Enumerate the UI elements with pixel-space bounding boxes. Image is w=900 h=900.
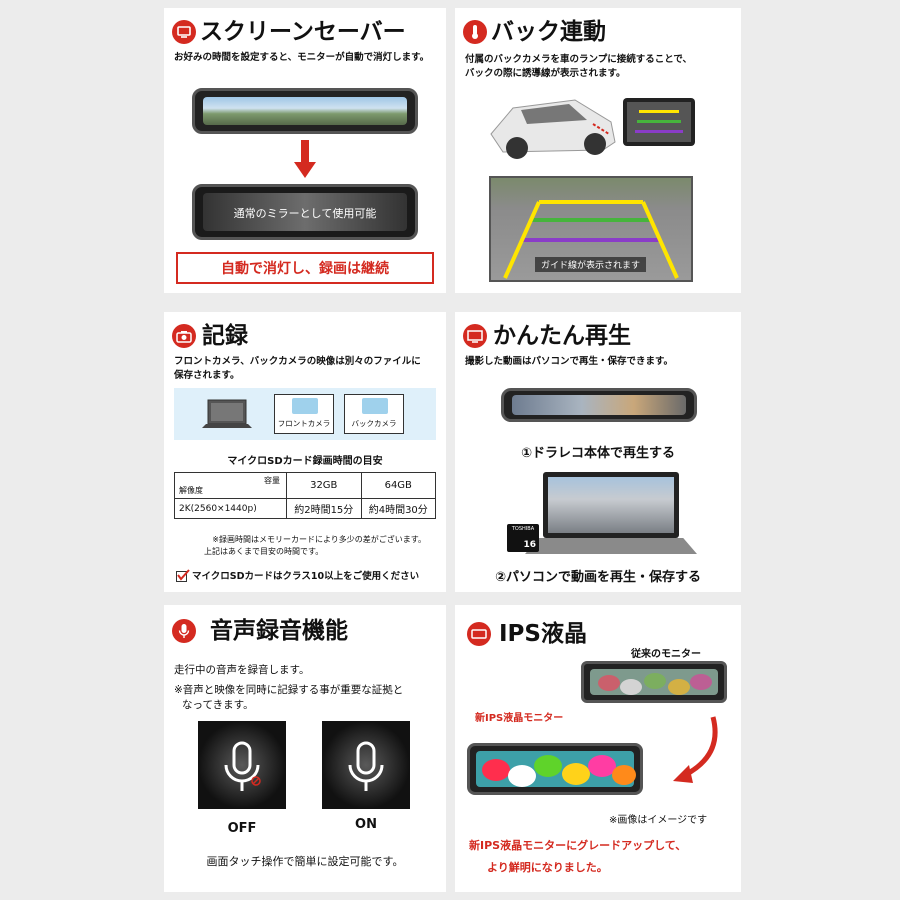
monitor-icon xyxy=(463,324,487,348)
sd-card-icon: TOSHIBA 16 xyxy=(507,524,539,552)
front-folder-icon: フロントカメラ xyxy=(274,394,334,434)
back-folder-label: バックカメラ xyxy=(351,419,397,428)
ips-footer-2: より鮮明になりました。 xyxy=(487,861,608,874)
table-col-32gb: 32GB xyxy=(286,472,362,499)
record-panel: 記録 フロントカメラ、バックカメラの映像は別々のファイルに 保存されます。 フロ… xyxy=(164,312,446,592)
camera-icon xyxy=(172,324,196,348)
audio-desc-1: 走行中の音声を録音します。 xyxy=(174,664,310,676)
mirror-off-image: 通常のミラーとして使用可能 xyxy=(192,184,418,240)
playback-title: かんたん再生 xyxy=(493,323,631,349)
front-folder-label: フロントカメラ xyxy=(277,419,331,428)
table-header-resolution: 解像度 xyxy=(179,486,203,495)
table-row-label: 2K(2560×1440p) xyxy=(174,498,287,519)
files-illustration: フロントカメラ バックカメラ xyxy=(174,388,436,440)
screensaver-title: スクリーンセーバー xyxy=(200,19,406,45)
mic-off-button[interactable] xyxy=(198,721,286,809)
record-note-2: 上記はあくまで目安の時間です。 xyxy=(204,547,324,556)
reverse-desc-1: 付属のバックカメラを車のランプに接続することで、 xyxy=(465,54,693,65)
table-cell-32gb: 約2時間15分 xyxy=(286,498,362,519)
record-desc-1: フロントカメラ、バックカメラの映像は別々のファイルに xyxy=(174,356,421,367)
image-note: ※画像はイメージです xyxy=(609,815,708,826)
mic-off-label: OFF xyxy=(227,821,257,836)
sd-card-brand: TOSHIBA xyxy=(511,526,535,532)
sd-card-capacity: 16 xyxy=(523,540,536,550)
microphone-icon xyxy=(172,619,196,643)
reverse-title: バック連動 xyxy=(491,19,606,45)
old-monitor-image xyxy=(581,661,727,703)
new-monitor-image xyxy=(467,743,643,795)
check-icon xyxy=(176,567,190,586)
rear-monitor-image xyxy=(623,98,695,146)
new-monitor-label: 新IPS液晶モニター xyxy=(475,713,564,724)
playback-step-1: ①ドラレコ本体で再生する xyxy=(520,446,675,461)
playback-desc: 撮影した動画はパソコンで再生・保存できます。 xyxy=(465,356,674,367)
display-icon xyxy=(467,622,491,646)
table-cell-64gb: 約4時間30分 xyxy=(360,498,436,519)
reverse-panel: バック連動 付属のバックカメラを車のランプに接続することで、 バックの際に誘導線… xyxy=(455,8,741,293)
recording-time-table: 容量 解像度 32GB 64GB 2K(2560×1440p) 約2時間15分 … xyxy=(174,472,436,519)
audio-desc-2: ※音声と映像を同時に記録する事が重要な証拠と xyxy=(174,684,404,696)
screensaver-desc: お好みの時間を設定すると、モニターが自動で消灯します。 xyxy=(174,52,430,63)
ips-footer-1: 新IPS液晶モニターにグレードアップして、 xyxy=(469,839,687,852)
audio-footer: 画面タッチ操作で簡単に設定可能です。 xyxy=(206,855,404,868)
dashcam-mirror-image xyxy=(501,388,697,422)
guide-caption: ガイド線が表示されます xyxy=(535,257,647,272)
screensaver-panel: スクリーンセーバー お好みの時間を設定すると、モニターが自動で消灯します。 通常… xyxy=(164,8,446,293)
record-note-1: ※録画時間はメモリーカードにより多少の差がございます。 xyxy=(212,535,426,544)
table-corner: 容量 解像度 xyxy=(174,472,287,499)
table-col-64gb: 64GB xyxy=(360,472,436,499)
ips-panel: IPS液晶 従来のモニター 新IPS液晶モニター ※画像はイメージです 新IPS… xyxy=(455,605,741,892)
laptop-icon xyxy=(202,398,252,436)
screen-saver-icon xyxy=(172,20,196,44)
screensaver-badge-text: 自動で消灯し、録画は継続 xyxy=(221,261,389,277)
mirror-text: 通常のミラーとして使用可能 xyxy=(233,207,377,220)
screensaver-badge: 自動で消灯し、録画は継続 xyxy=(176,252,434,284)
playback-panel: かんたん再生 撮影した動画はパソコンで再生・保存できます。 ①ドラレコ本体で再生… xyxy=(455,312,741,592)
audio-desc-3: なってきます。 xyxy=(182,699,254,711)
guide-line-image: ガイド線が表示されます xyxy=(489,176,693,282)
mirror-on-image xyxy=(192,88,418,134)
record-desc-2: 保存されます。 xyxy=(174,370,240,381)
back-folder-icon: バックカメラ xyxy=(344,394,404,434)
table-header-capacity: 容量 xyxy=(264,476,280,485)
mic-on-button[interactable] xyxy=(322,721,410,809)
record-title: 記録 xyxy=(202,323,248,349)
record-check-text: マイクロSDカードはクラス10以上をご使用ください xyxy=(192,571,420,582)
curved-arrow-icon xyxy=(651,709,731,793)
audio-panel: 音声録音機能 走行中の音声を録音します。 ※音声と映像を同時に記録する事が重要な… xyxy=(164,605,446,892)
old-monitor-label: 従来のモニター xyxy=(631,649,701,660)
mic-on-label: ON xyxy=(355,817,377,832)
arrow-down-icon xyxy=(294,140,316,184)
table-title: マイクロSDカード録画時間の目安 xyxy=(227,456,383,467)
audio-title: 音声録音機能 xyxy=(210,618,348,644)
reverse-desc-2: バックの際に誘導線が表示されます。 xyxy=(465,68,626,79)
laptop-image xyxy=(525,472,697,556)
ips-title: IPS液晶 xyxy=(499,621,587,647)
car-illustration xyxy=(483,86,623,164)
playback-step-2: ②パソコンで動画を再生・保存する xyxy=(494,570,701,585)
thermometer-icon xyxy=(463,20,487,44)
